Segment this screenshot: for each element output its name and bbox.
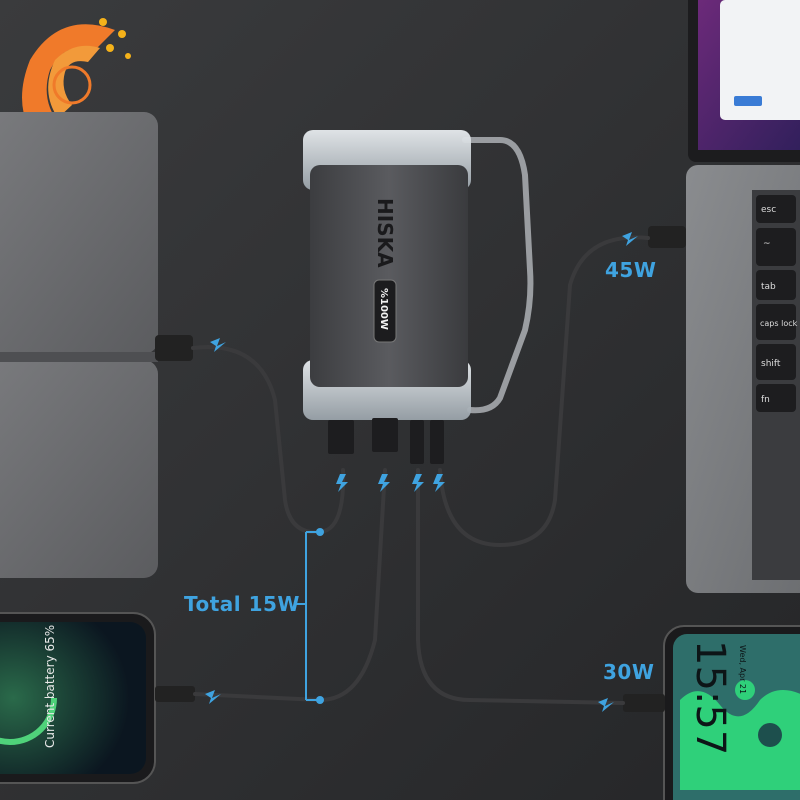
usbc-port-2 bbox=[430, 420, 444, 464]
bracket-dot-top bbox=[316, 528, 324, 536]
usbc-port-1 bbox=[410, 420, 424, 464]
usb-port-1 bbox=[328, 420, 354, 454]
usb-port-2 bbox=[372, 418, 398, 452]
key-tab: tab bbox=[761, 282, 776, 292]
flow-arrows bbox=[205, 232, 638, 712]
key-shift: shift bbox=[761, 359, 781, 369]
phone-clock: 15:57 bbox=[687, 640, 733, 755]
phone-left: Current battery 65% bbox=[0, 612, 195, 784]
phone-power-label: 30W bbox=[603, 660, 655, 684]
key-caps-lock: caps lock bbox=[760, 319, 798, 328]
key-fn: fn bbox=[761, 395, 770, 405]
power-badge: %100W bbox=[378, 288, 389, 330]
total-power-label: Total 15W bbox=[184, 592, 300, 616]
power-bank: HISKA %100W bbox=[303, 130, 471, 464]
bracket-dot-bottom bbox=[316, 696, 324, 704]
laptop-power-label: 45W bbox=[605, 258, 657, 282]
key-tilde: ~ bbox=[763, 239, 771, 249]
phone-date: Wed, Apr 21 bbox=[738, 645, 747, 694]
charging-pad bbox=[0, 112, 193, 578]
laptop-keyboard: esc ~ tab caps lock shift fn bbox=[648, 165, 800, 593]
brand-name: HISKA bbox=[373, 198, 397, 268]
phone-right: 15:57 Wed, Apr 21 bbox=[623, 625, 800, 800]
laptop-screen bbox=[688, 0, 800, 162]
phone-battery-text: Current battery 65% bbox=[43, 625, 57, 748]
key-esc: esc bbox=[761, 205, 776, 215]
power-bank-handle bbox=[462, 137, 534, 414]
